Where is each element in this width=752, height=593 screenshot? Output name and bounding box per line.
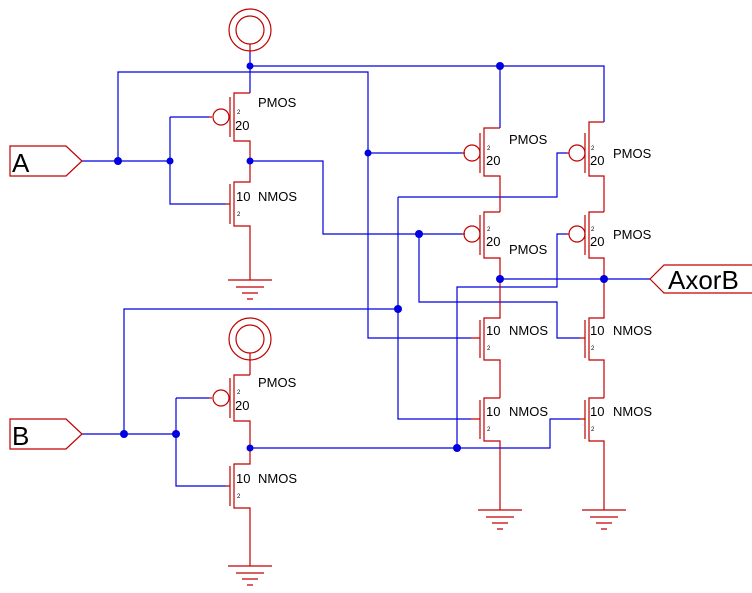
junction-dot bbox=[600, 275, 608, 283]
ground-symbol bbox=[228, 555, 272, 586]
device-type-label: PMOS bbox=[258, 375, 297, 390]
port-b bbox=[9, 418, 83, 450]
xor-pmos-2 bbox=[462, 211, 501, 312]
inv-a-nmos bbox=[226, 161, 251, 268]
junction-dot bbox=[114, 157, 122, 165]
port-out-label: AxorB bbox=[668, 265, 739, 295]
width-label: 20 bbox=[590, 153, 604, 168]
device-type-label: NMOS bbox=[613, 404, 652, 419]
junctions bbox=[114, 62, 608, 452]
length-mark: 2 bbox=[237, 390, 241, 396]
inv-a-pmos bbox=[209, 92, 251, 161]
vdd-symbol-top bbox=[228, 8, 272, 52]
device-type-label: NMOS bbox=[258, 471, 297, 486]
devices bbox=[9, 8, 752, 586]
width-label: 20 bbox=[486, 153, 500, 168]
inv-b-nmos bbox=[226, 448, 251, 555]
junction-dot bbox=[453, 444, 461, 452]
xor-pmos-1 bbox=[462, 127, 501, 212]
length-mark: 2 bbox=[591, 146, 595, 152]
junction-dot bbox=[172, 430, 180, 438]
junction-dot bbox=[364, 149, 372, 157]
junction-dot bbox=[246, 62, 254, 70]
port-a bbox=[9, 145, 83, 177]
width-label: 10 bbox=[486, 404, 500, 419]
vdd-symbol-bottom bbox=[228, 317, 272, 375]
width-label: 20 bbox=[235, 398, 249, 413]
length-mark: 2 bbox=[237, 212, 241, 218]
xor-nmos-2 bbox=[471, 397, 501, 497]
labels: A B AxorB PMOS 2 20 10 NMOS 2 PMOS 2 20 … bbox=[12, 95, 739, 500]
junction-dot bbox=[246, 157, 254, 165]
width-label: 20 bbox=[486, 234, 500, 249]
device-type-label: PMOS bbox=[509, 132, 548, 147]
width-label: 10 bbox=[590, 323, 604, 338]
device-type-label: NMOS bbox=[509, 323, 548, 338]
width-label: 10 bbox=[590, 404, 604, 419]
port-b-label: B bbox=[12, 421, 29, 451]
ground-symbol bbox=[582, 497, 626, 530]
junction-dot bbox=[394, 305, 402, 313]
xor-nmos-3 bbox=[580, 312, 605, 398]
device-type-label: NMOS bbox=[258, 189, 297, 204]
length-mark: 2 bbox=[487, 227, 491, 233]
length-mark: 2 bbox=[591, 227, 595, 233]
device-type-label: NMOS bbox=[613, 323, 652, 338]
junction-dot bbox=[496, 62, 504, 70]
width-label: 10 bbox=[236, 189, 250, 204]
device-type-label: PMOS bbox=[509, 242, 548, 257]
xor-nmos-4 bbox=[580, 397, 605, 497]
width-label: 10 bbox=[236, 471, 250, 486]
junction-dot bbox=[246, 444, 254, 452]
wires bbox=[82, 52, 650, 487]
device-type-label: PMOS bbox=[613, 227, 652, 242]
width-label: 20 bbox=[590, 234, 604, 249]
xor-pmos-3 bbox=[567, 121, 605, 212]
length-mark: 2 bbox=[591, 346, 595, 352]
device-type-label: PMOS bbox=[258, 95, 297, 110]
ground-symbol bbox=[478, 497, 522, 530]
port-out bbox=[649, 264, 752, 294]
width-label: 20 bbox=[235, 118, 249, 133]
length-mark: 2 bbox=[487, 346, 491, 352]
width-label: 10 bbox=[486, 323, 500, 338]
junction-dot bbox=[496, 275, 504, 283]
port-a-label: A bbox=[12, 148, 30, 178]
ground-symbol bbox=[228, 268, 272, 300]
length-mark: 2 bbox=[237, 494, 241, 500]
length-mark: 2 bbox=[487, 427, 491, 433]
junction-dot bbox=[415, 230, 423, 238]
device-type-label: NMOS bbox=[509, 404, 548, 419]
xor-nmos-1 bbox=[471, 312, 501, 398]
a-inverted-wire bbox=[250, 160, 462, 235]
junction-dot bbox=[166, 157, 174, 165]
length-mark: 2 bbox=[237, 110, 241, 116]
length-mark: 2 bbox=[487, 146, 491, 152]
length-mark: 2 bbox=[591, 427, 595, 433]
device-type-label: PMOS bbox=[613, 146, 652, 161]
b-inverted-wire bbox=[250, 418, 580, 449]
inv-b-pmos bbox=[209, 374, 251, 448]
vdd-rail bbox=[249, 52, 605, 122]
junction-dot bbox=[120, 430, 128, 438]
xor-pmos-4 bbox=[567, 211, 605, 312]
